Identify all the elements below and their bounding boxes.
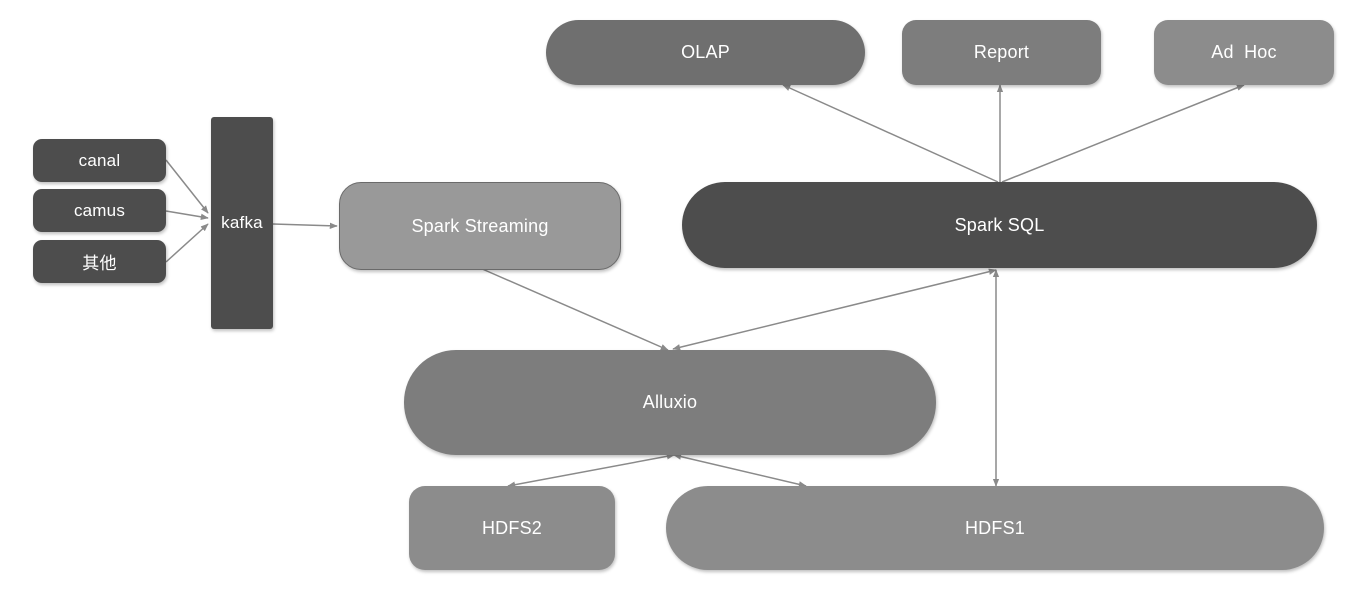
node-canal: canal — [33, 139, 166, 182]
node-kafka-label: kafka — [221, 213, 263, 232]
node-hdfs1-label: HDFS1 — [964, 517, 1025, 538]
edge-alluxio-spark-sql — [672, 268, 997, 351]
node-spark-sql: Spark SQL — [682, 182, 1317, 268]
edge-kafka-spark-streaming — [272, 222, 338, 229]
node-camus-label: camus — [73, 200, 126, 220]
node-alluxio: Alluxio — [404, 350, 936, 455]
node-report: Report — [902, 20, 1101, 85]
node-other-label: 其他 — [82, 254, 117, 273]
node-spark-streaming-label: Spark Streaming — [411, 215, 549, 236]
edge-other-kafka — [165, 223, 209, 263]
node-olap-label: OLAP — [681, 42, 730, 62]
node-other: 其他 — [33, 240, 166, 283]
edge-spark-sql-adhoc — [1001, 84, 1245, 183]
node-report-label: Report — [973, 42, 1030, 62]
node-hdfs2-label: HDFS2 — [481, 517, 542, 538]
node-camus: camus — [33, 189, 166, 232]
edge-camus-kafka — [165, 210, 209, 220]
node-kafka: kafka — [211, 117, 273, 329]
edge-alluxio-hdfs1 — [673, 453, 807, 488]
node-alluxio-label: Alluxio — [642, 392, 698, 412]
node-canal-label: canal — [78, 150, 121, 170]
node-spark-sql-label: Spark SQL — [954, 214, 1045, 235]
edge-spark-streaming-alluxio — [479, 267, 669, 351]
edge-alluxio-hdfs2 — [507, 453, 675, 488]
edge-spark-sql-olap — [782, 84, 999, 183]
edge-canal-kafka — [165, 159, 209, 214]
node-hdfs1: HDFS1 — [666, 486, 1324, 570]
node-adhoc: Ad Hoc — [1154, 20, 1334, 85]
node-olap: OLAP — [546, 20, 865, 85]
node-hdfs2: HDFS2 — [409, 486, 615, 570]
node-spark-streaming: Spark Streaming — [339, 182, 621, 270]
node-adhoc-label: Ad Hoc — [1211, 42, 1277, 62]
